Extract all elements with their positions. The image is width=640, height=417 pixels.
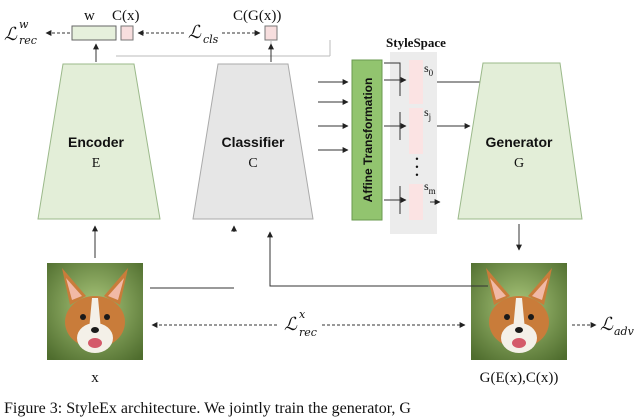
w-label: w (84, 8, 95, 24)
stylespace-title: StyleSpace (386, 35, 446, 50)
affine-bar (351, 59, 383, 221)
loss-rec-w: ℒ w rec (4, 18, 70, 47)
ellipsis-dot-1: • (415, 154, 418, 164)
svg-text:cls: cls (203, 33, 219, 46)
loss-rec-x: ℒ x rec (151, 308, 466, 339)
affine-label: Affine Transformation (361, 78, 375, 203)
svg-text:ℒ: ℒ (284, 314, 298, 335)
sm-vector (409, 184, 423, 220)
input-label: x (91, 370, 99, 386)
svg-text:x: x (299, 308, 306, 321)
affine-input-arrows (318, 79, 349, 153)
cgx-label: C(G(x)) (233, 8, 281, 24)
svg-text:rec: rec (19, 34, 37, 47)
encoder-block: Encoder E (37, 43, 161, 220)
ellipsis-dot-3: • (415, 170, 418, 180)
generator-symbol: G (514, 156, 524, 171)
svg-text:ℒ: ℒ (600, 314, 614, 335)
w-latent-box (71, 25, 117, 41)
classifier-trapezoid (192, 63, 314, 220)
loss-adv: ℒ adv (572, 314, 635, 338)
sj-label: sj (424, 105, 431, 122)
svg-text:adv: adv (614, 325, 635, 338)
input-connections (92, 225, 237, 289)
input-image: x (47, 263, 143, 386)
svg-text:ℒ: ℒ (188, 22, 202, 43)
ellipsis-dot-2: • (415, 162, 418, 172)
cx-label: C(x) (112, 8, 140, 24)
svg-text:ℒ: ℒ (4, 24, 18, 45)
output-image: G(E(x),C(x)) (471, 263, 567, 386)
loss-cls: ℒ cls (137, 22, 261, 46)
generated-corgi-picture (486, 268, 552, 353)
svg-text:w: w (19, 18, 29, 31)
classifier-label: Classifier (221, 134, 285, 150)
classifier-block: Classifier C (192, 43, 314, 220)
generator-trapezoid (457, 62, 583, 220)
generator-label: Generator (486, 134, 553, 150)
cgx-latent-box (264, 25, 278, 41)
affine-block: Affine Transformation (351, 59, 383, 221)
sm-label: sm (424, 179, 436, 196)
output-label: G(E(x),C(x)) (480, 370, 559, 386)
svg-text:rec: rec (299, 326, 317, 339)
output-to-classifier-arrow (267, 231, 488, 287)
encoder-label: Encoder (68, 134, 125, 150)
classifier-symbol: C (248, 156, 257, 171)
figure-caption: Figure 3: StyleEx architecture. We joint… (4, 400, 411, 417)
top-latent-strip: w C(x) C(G(x)) (71, 8, 331, 57)
s0-label: s0 (424, 61, 434, 78)
stylespace-panel: StyleSpace s0 sj sm • • • (384, 35, 491, 234)
sj-vector (409, 108, 423, 154)
generator-block: Generator G (457, 62, 583, 251)
encoder-trapezoid (37, 63, 161, 220)
corgi-picture (62, 268, 128, 353)
cx-latent-box (120, 25, 134, 41)
s0-vector (409, 60, 423, 104)
encoder-symbol: E (92, 156, 101, 171)
